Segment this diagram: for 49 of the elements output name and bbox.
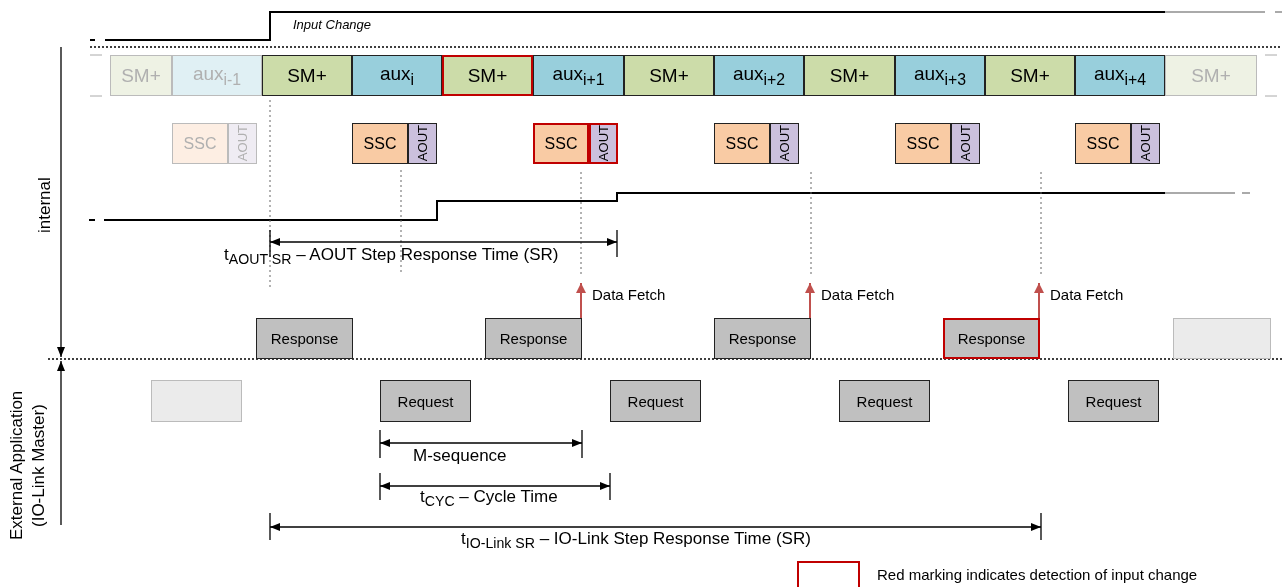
processing-block: AOUT <box>228 123 257 164</box>
signal-label: Input Change <box>293 17 372 32</box>
lane-label: internal <box>34 176 55 235</box>
timing-cell: aux$_{i+4}$ <box>1075 55 1165 96</box>
processing-block: SSC <box>533 123 589 164</box>
timing-cell: SM+ <box>110 55 172 96</box>
request-box: Request <box>839 380 930 422</box>
processing-block: SSC <box>172 123 228 164</box>
processing-block: SSC <box>714 123 770 164</box>
legend-text: Red marking indicates detection of input change <box>877 566 1198 583</box>
processing-block: AOUT <box>1131 123 1160 164</box>
arrow <box>576 282 586 319</box>
placeholder-box <box>1173 318 1271 359</box>
dimension-label: M-sequence <box>413 446 507 466</box>
timing-cell: SM+ <box>624 55 714 96</box>
timing-cell: SM+ <box>804 55 895 96</box>
request-box: Request <box>380 380 471 422</box>
processing-block: SSC <box>1075 123 1131 164</box>
arrow <box>805 282 815 319</box>
response-box: Response <box>943 318 1040 359</box>
placeholder-box <box>151 380 242 422</box>
dimension-label: t$_{AOUT SR}$ – AOUT Step Response Time (SR) <box>224 245 559 268</box>
timing-cell: aux$_{i}$ <box>352 55 442 96</box>
timing-cell: aux$_{i-1}$ <box>172 55 262 96</box>
timing-cell: SM+ <box>262 55 352 96</box>
edge-label: Data Fetch <box>592 286 666 303</box>
timing-cell: aux$_{i+3}$ <box>895 55 985 96</box>
request-box: Request <box>610 380 701 422</box>
lane-label: External Application (IO-Link Master) <box>6 389 50 543</box>
timing-cell: SM+ <box>1165 55 1257 96</box>
processing-block: SSC <box>352 123 408 164</box>
response-box: Response <box>256 318 353 359</box>
dimension-label: t$_{CYC}$ – Cycle Time <box>420 487 558 510</box>
dimension-label: t$_{IO-Link SR}$ – IO-Link Step Response Time (SR) <box>461 529 811 552</box>
processing-block: AOUT <box>770 123 799 164</box>
edge-label: Data Fetch <box>821 286 895 303</box>
edge-label: Data Fetch <box>1050 286 1124 303</box>
arrow <box>1034 282 1044 319</box>
processing-block: AOUT <box>408 123 437 164</box>
timing-cell: aux$_{i+1}$ <box>533 55 624 96</box>
response-box: Response <box>485 318 582 359</box>
request-box: Request <box>1068 380 1159 422</box>
timing-cell: aux$_{i+2}$ <box>714 55 804 96</box>
timing-cell: SM+ <box>985 55 1075 96</box>
processing-block: AOUT <box>951 123 980 164</box>
processing-block: AOUT <box>589 123 618 164</box>
processing-block: SSC <box>895 123 951 164</box>
response-box: Response <box>714 318 811 359</box>
timing-cell: SM+ <box>442 55 533 96</box>
